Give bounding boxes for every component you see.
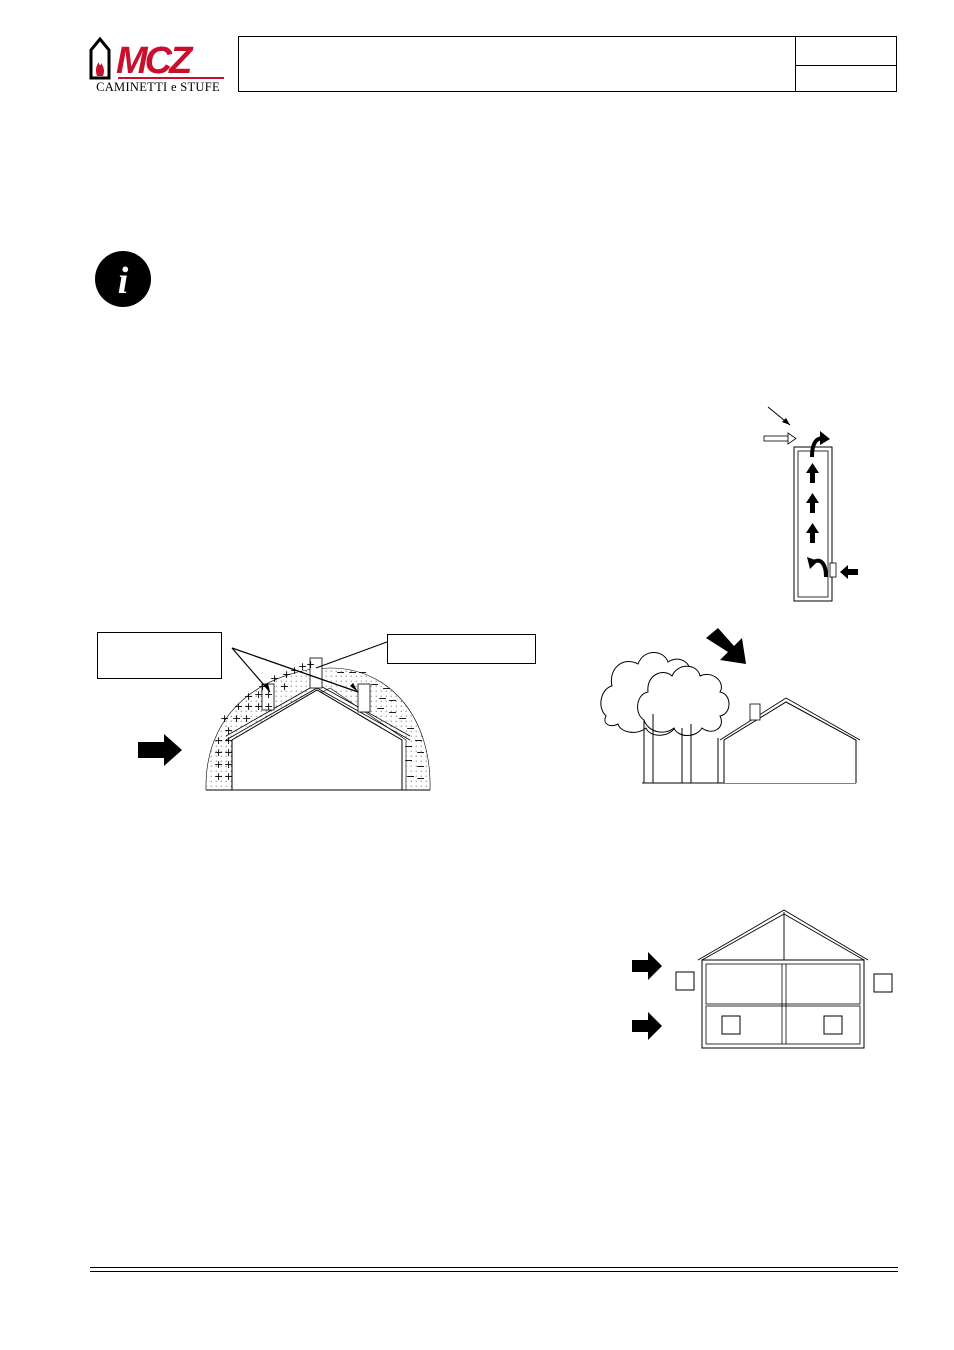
positive-pressure-mark: +: [282, 668, 291, 681]
negative-pressure-mark: −: [378, 692, 387, 705]
wind-over-trees-diagram: [600, 628, 861, 784]
positive-pressure-mark: +: [224, 758, 233, 771]
positive-pressure-mark: +: [244, 700, 253, 713]
negative-pressure-mark: −: [370, 678, 379, 691]
positive-pressure-mark: +: [264, 700, 273, 713]
flame-door-icon: MCZ: [89, 36, 224, 82]
negative-pressure-mark: −: [404, 754, 413, 767]
negative-pressure-mark: −: [388, 706, 397, 719]
header-title-box: [238, 36, 897, 92]
negative-pressure-mark: −: [388, 694, 397, 707]
positive-pressure-mark: +: [306, 658, 315, 671]
negative-pressure-mark: −: [406, 722, 415, 735]
mcz-logo: MCZ CAMINETTI e STUFE: [88, 36, 228, 96]
chimney-flow-diagram: [763, 406, 858, 602]
positive-pressure-mark: +: [290, 664, 299, 677]
roof-pressure-diagram: ++++++++++++++++++++++++++−−−−−−−−−−−−−−…: [138, 641, 431, 791]
negative-pressure-mark: −: [404, 740, 413, 753]
negative-pressure-mark: −: [416, 772, 425, 785]
positive-pressure-mark: +: [264, 688, 273, 701]
positive-pressure-mark: +: [214, 770, 223, 783]
negative-pressure-mark: −: [398, 712, 407, 725]
negative-pressure-mark: −: [414, 734, 423, 747]
positive-pressure-mark: +: [254, 700, 263, 713]
negative-pressure-mark: −: [382, 682, 391, 695]
negative-pressure-mark: −: [416, 746, 425, 759]
positive-pressure-mark: +: [254, 688, 263, 701]
footer-rule: [90, 1267, 898, 1268]
positive-pressure-mark: +: [258, 680, 267, 693]
negative-pressure-mark: −: [416, 760, 425, 773]
positive-pressure-mark: +: [214, 734, 223, 747]
header-divider: [795, 36, 796, 92]
label-box-right: [387, 634, 536, 664]
house-section-diagram: [632, 909, 893, 1049]
positive-pressure-mark: +: [220, 712, 229, 725]
positive-pressure-mark: +: [224, 746, 233, 759]
positive-pressure-mark: +: [270, 672, 279, 685]
positive-pressure-mark: +: [214, 746, 223, 759]
negative-pressure-mark: −: [376, 702, 385, 715]
positive-pressure-mark: +: [298, 660, 307, 673]
info-icon: i: [95, 251, 151, 307]
positive-pressure-mark: +: [224, 770, 233, 783]
positive-pressure-mark: +: [232, 712, 241, 725]
positive-pressure-mark: +: [234, 700, 243, 713]
footer-rule-thin: [90, 1271, 898, 1272]
negative-pressure-mark: −: [348, 666, 357, 679]
positive-pressure-mark: +: [224, 734, 233, 747]
positive-pressure-mark: +: [224, 724, 233, 737]
negative-pressure-mark: −: [336, 666, 345, 679]
positive-pressure-mark: +: [214, 758, 223, 771]
brand-name: MCZ: [116, 40, 194, 82]
positive-pressure-mark: +: [280, 680, 289, 693]
brand-tagline: CAMINETTI e STUFE: [96, 80, 220, 94]
header-page-cell-divider: [795, 65, 897, 66]
negative-pressure-mark: −: [406, 770, 415, 783]
info-glyph: i: [118, 260, 129, 302]
label-box-left: [97, 632, 222, 679]
negative-pressure-mark: −: [358, 666, 367, 679]
positive-pressure-mark: +: [242, 712, 251, 725]
positive-pressure-mark: +: [244, 690, 253, 703]
